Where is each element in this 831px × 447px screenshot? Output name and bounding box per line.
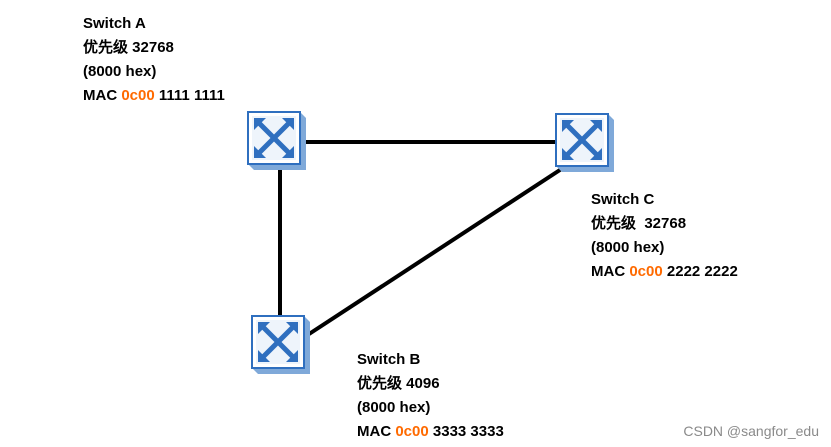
switch-c-priority: 优先级 32768: [591, 215, 687, 232]
switch-c-mac-rest: 2222 2222: [666, 263, 738, 280]
switch-a-mac-rest: 1111 1111: [158, 87, 225, 104]
switch-a-hex: (8000 hex): [83, 63, 157, 80]
switch-b-icon[interactable]: [248, 312, 312, 376]
switch-a-label: Switch A 优先级 32768 (8000 hex) MAC 0c00 1…: [83, 12, 225, 108]
switch-c-hex: (8000 hex): [591, 239, 665, 256]
switch-b-mac-rest: 3333 3333: [432, 423, 504, 440]
switch-b-mac-prefix: MAC: [357, 423, 392, 440]
switch-a-priority: 优先级 32768: [83, 39, 174, 56]
switch-b-hex: (8000 hex): [357, 399, 431, 416]
switch-a-mac-oui: 0c00: [121, 87, 155, 104]
switch-a-name: Switch A: [83, 15, 146, 32]
switch-b-mac-oui: 0c00: [395, 423, 429, 440]
switch-b-name: Switch B: [357, 351, 421, 368]
switch-a-mac: MAC 0c00 1111 1111: [83, 84, 225, 108]
switch-c-mac-prefix: MAC: [591, 263, 626, 280]
switch-b-label: Switch B 优先级 4096 (8000 hex) MAC 0c00 33…: [357, 348, 504, 444]
switch-b-mac: MAC 0c00 3333 3333: [357, 420, 504, 444]
switch-c-mac-oui: 0c00: [629, 263, 663, 280]
switch-c-mac: MAC 0c00 2222 2222: [591, 260, 738, 284]
switch-c-icon[interactable]: [552, 110, 616, 174]
switch-b-priority: 优先级 4096: [357, 375, 440, 392]
switch-c-name: Switch C: [591, 191, 655, 208]
link-b-c: [304, 164, 568, 338]
switch-a-icon[interactable]: [244, 108, 308, 172]
watermark: CSDN @sangfor_edu: [683, 423, 819, 439]
switch-a-mac-prefix: MAC: [83, 87, 118, 104]
switch-c-label: Switch C 优先级 32768 (8000 hex) MAC 0c00 2…: [591, 188, 738, 284]
